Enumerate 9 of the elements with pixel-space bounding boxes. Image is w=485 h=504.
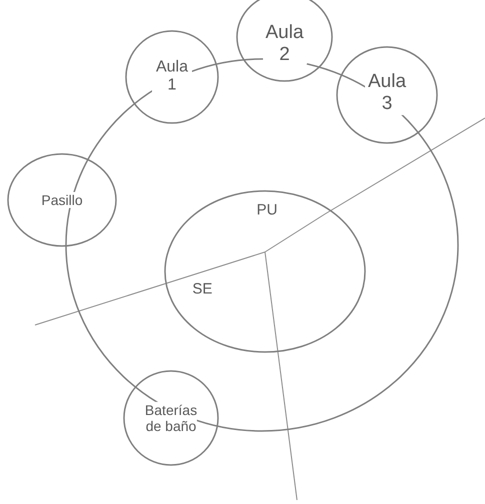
room-circle (123, 370, 219, 466)
room-label: Aula 3 (365, 71, 409, 115)
room-circle (125, 30, 219, 124)
room-label: Baterías de baño (144, 402, 198, 434)
core-circle (164, 190, 366, 353)
room-label: Aula 2 (262, 22, 306, 66)
room-label: Pasillo (41, 192, 83, 208)
room-circle (336, 46, 438, 144)
room-circle (7, 153, 117, 247)
